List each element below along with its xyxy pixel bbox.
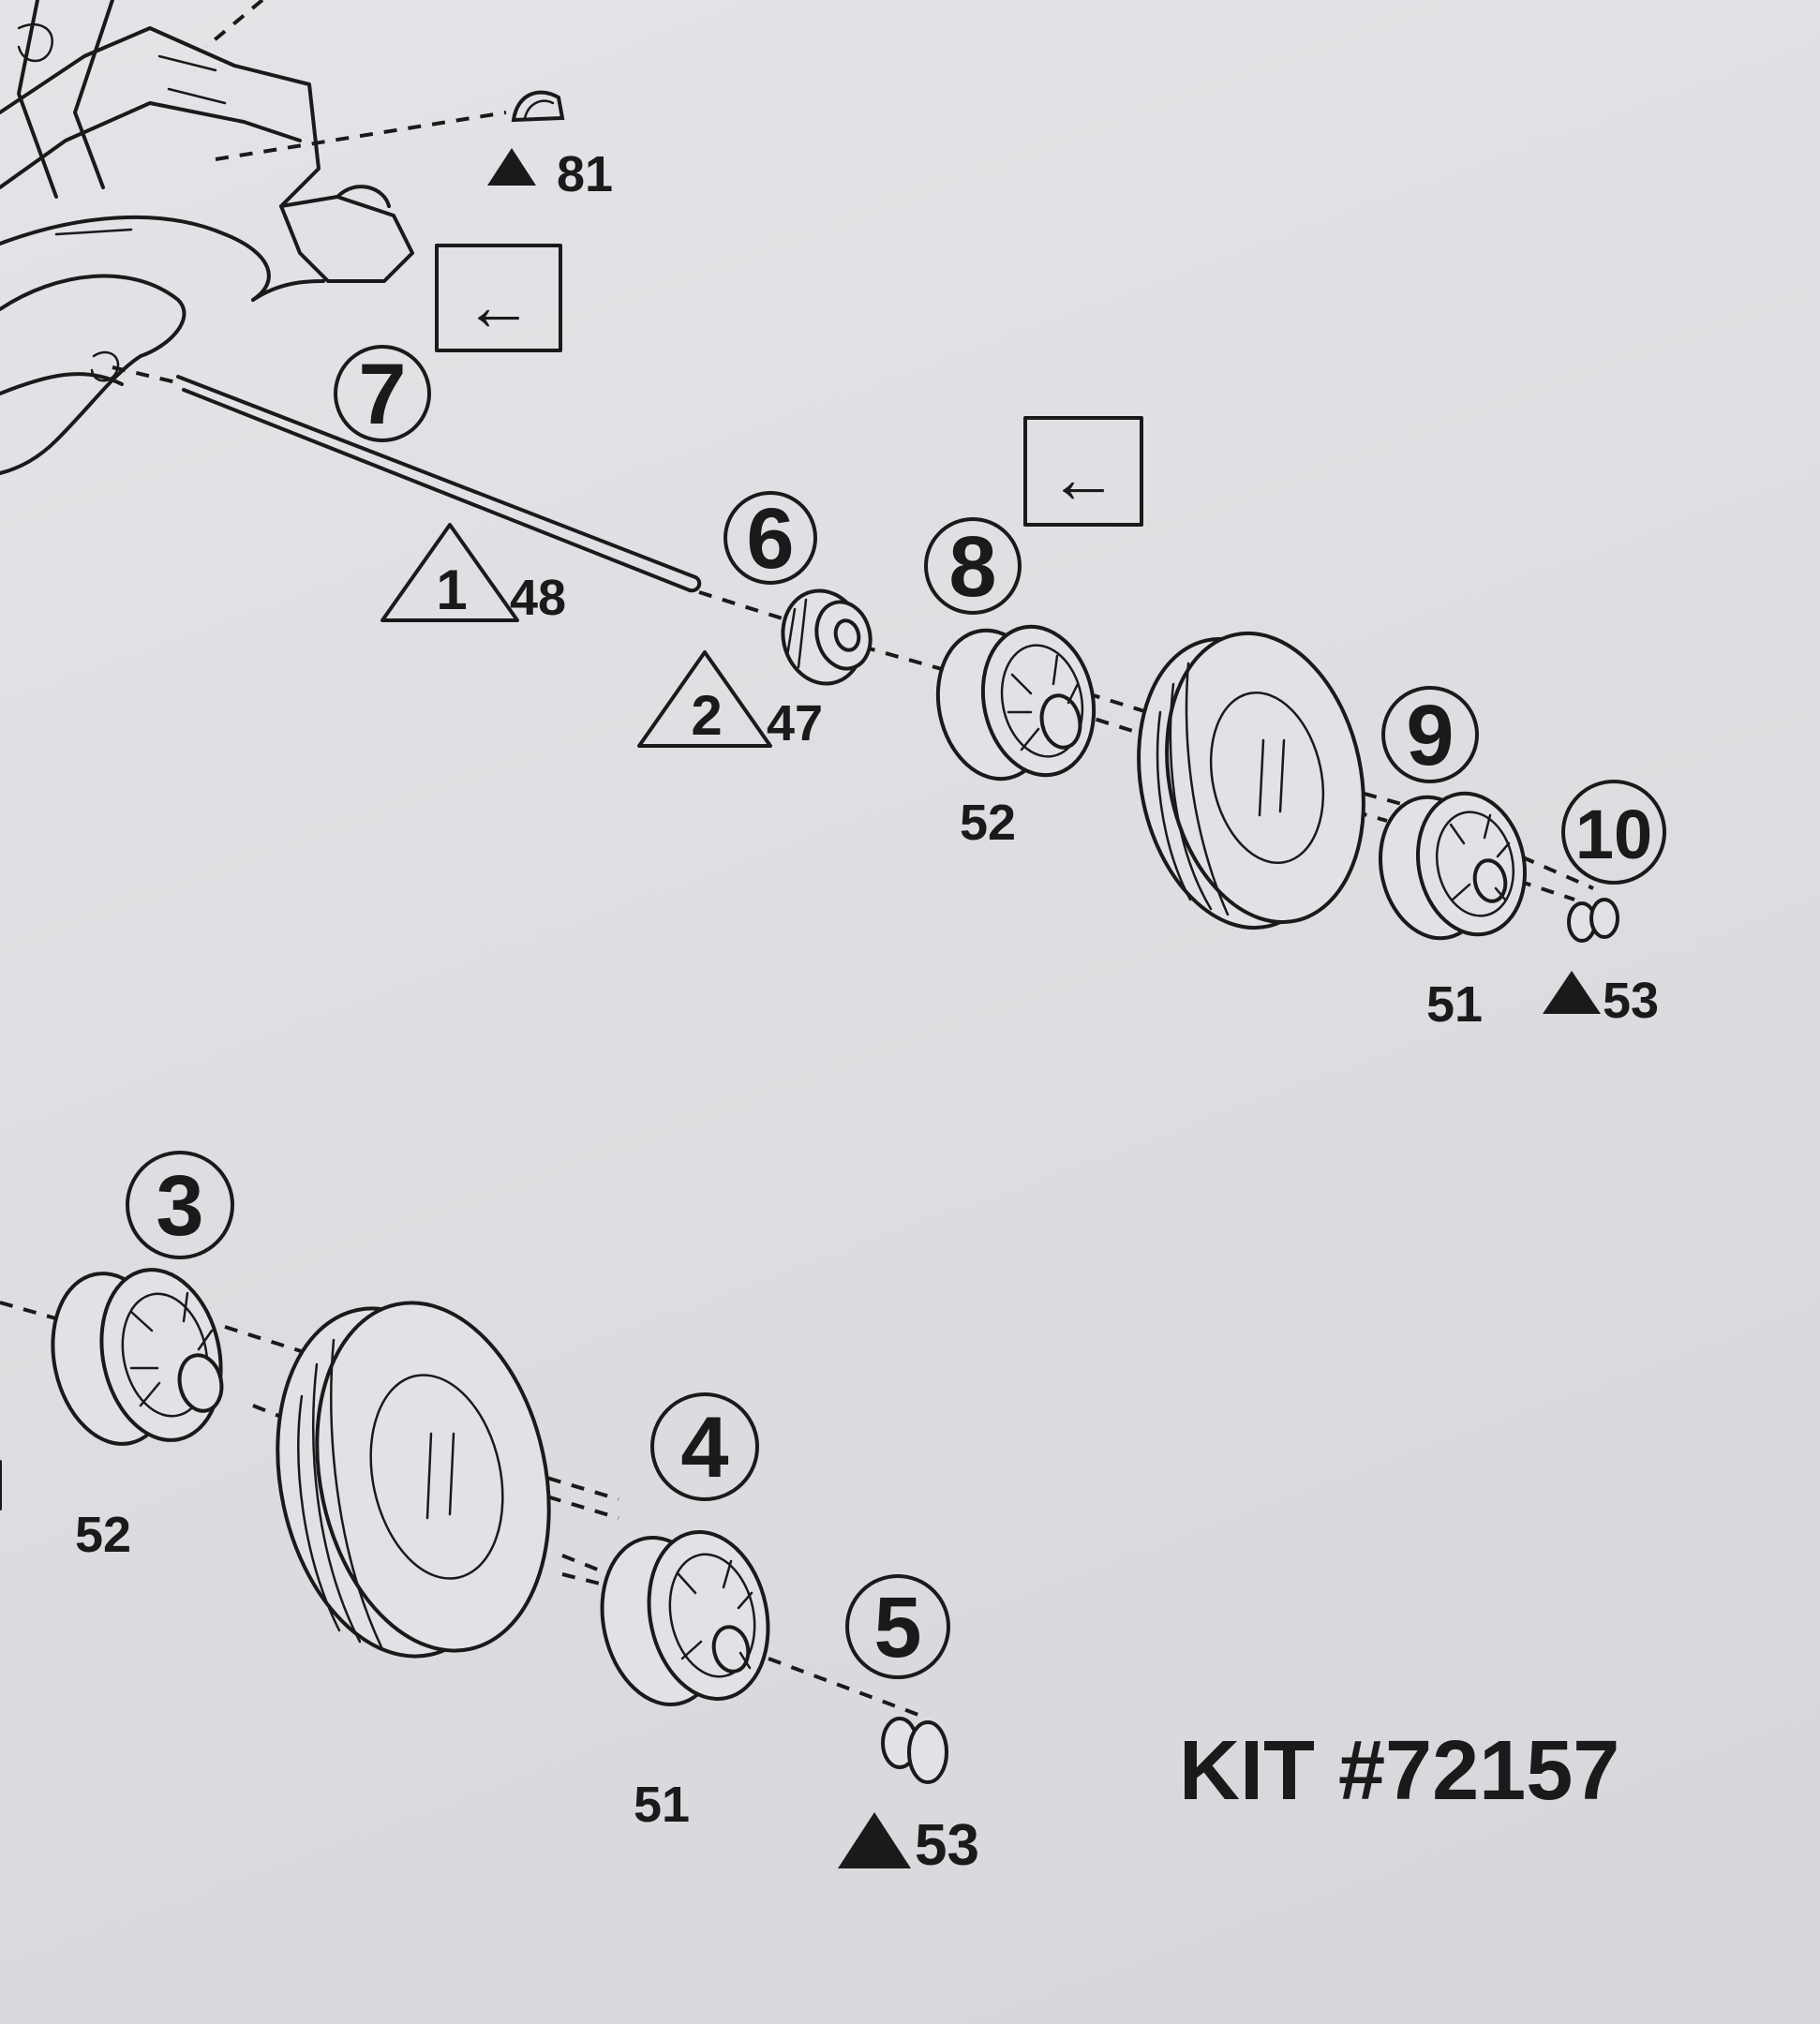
step-number-10: 10 <box>1575 796 1652 873</box>
step-number-7: 7 <box>358 347 406 442</box>
step-number-3: 3 <box>156 1158 203 1254</box>
direction-box-middle: ← <box>1023 416 1143 527</box>
guide-line-lower-axis <box>0 1301 919 1717</box>
part-47-hub <box>781 588 873 686</box>
tire-lower <box>276 1301 551 1659</box>
part-51-outer-wheel-lower <box>600 1530 770 1706</box>
part-number-81: 81 <box>557 146 613 202</box>
step-6-callout: 6 <box>724 491 817 587</box>
part-52-inner-wheel-lower <box>0 1268 224 1511</box>
direction-box-upper: ← <box>435 244 562 352</box>
part-53-marker-lower <box>838 1812 911 1868</box>
step-number-5: 5 <box>873 1580 921 1675</box>
part-number-51-upper: 51 <box>1426 976 1483 1033</box>
part-number-53-upper: 53 <box>1603 973 1659 1029</box>
step-number-8: 8 <box>948 519 996 615</box>
part-number-53-lower: 53 <box>915 1813 979 1878</box>
step-10-callout: 10 <box>1561 780 1666 885</box>
step-3-callout: 3 <box>126 1151 234 1259</box>
part-number-52-lower: 52 <box>75 1507 131 1563</box>
part-52-inner-wheel-upper <box>935 624 1096 781</box>
guide-line-81 <box>204 0 507 161</box>
arrow-left-icon: ← <box>464 267 533 345</box>
part-53-marker-upper <box>1543 971 1601 1014</box>
chassis-fragment <box>0 0 414 475</box>
guide-line-upper-axis <box>698 590 1594 901</box>
part-53-cap-lower <box>881 1717 948 1784</box>
guide-line-axle-start <box>112 365 177 384</box>
part-number-47: 47 <box>767 695 823 752</box>
part-number-51-lower: 51 <box>634 1777 690 1833</box>
arrow-left-icon: ← <box>1049 439 1118 517</box>
step-5-callout: 5 <box>845 1574 950 1679</box>
triangle-marker-1: 1 <box>380 523 519 622</box>
step-9-callout: 9 <box>1381 686 1479 783</box>
step-8-callout: 8 <box>924 517 1022 615</box>
step-4-callout: 4 <box>650 1392 759 1501</box>
guide-line-lower-axis-2 <box>524 1488 619 1585</box>
step-number-6: 6 <box>746 491 794 587</box>
tire-upper <box>1137 631 1365 930</box>
axle-rod <box>176 375 702 593</box>
part-81-marker <box>487 148 536 186</box>
step-number-9: 9 <box>1406 688 1454 783</box>
part-number-48: 48 <box>510 570 566 626</box>
triangle-number-2: 2 <box>691 684 722 747</box>
part-53-cap-upper <box>1567 898 1619 943</box>
kit-number-label: KIT #72157 <box>1179 1724 1619 1818</box>
part-number-52-upper: 52 <box>960 795 1016 851</box>
triangle-marker-2: 2 <box>637 650 772 748</box>
part-51-outer-wheel-upper <box>1378 791 1528 941</box>
triangle-number-1: 1 <box>436 558 467 621</box>
step-7-callout: 7 <box>334 345 431 442</box>
step-number-4: 4 <box>680 1400 728 1496</box>
part-81-cap <box>511 90 565 123</box>
